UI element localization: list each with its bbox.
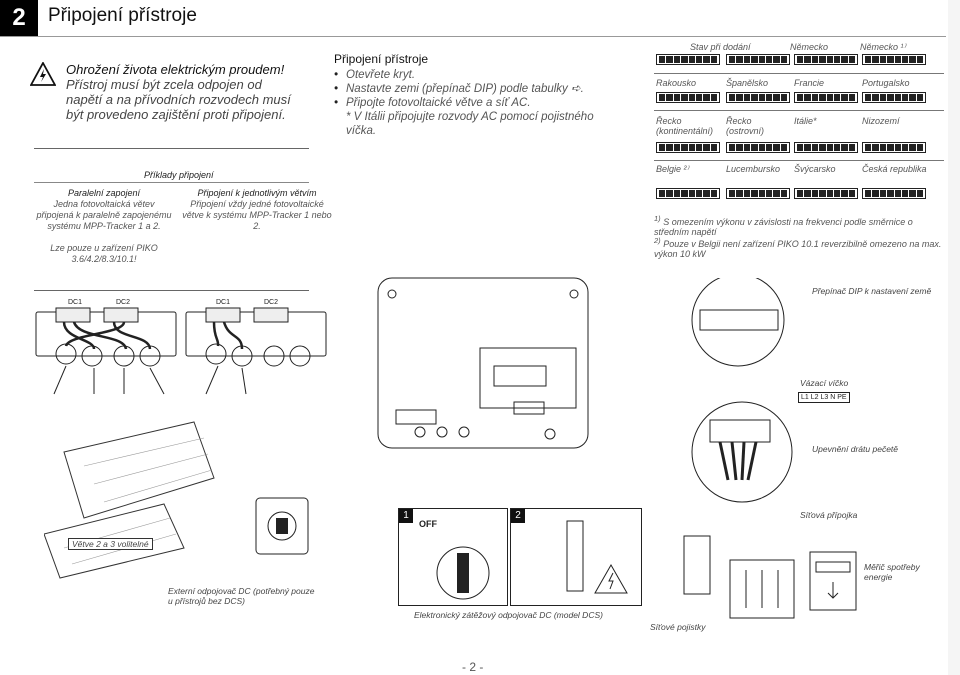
- divider: [34, 182, 309, 183]
- step-item: Připojte fotovoltaické větve a síť AC.: [334, 96, 604, 110]
- warning-title: Ohrožení života elektrickým proudem!: [66, 62, 285, 77]
- country-dip-table: Stav při dodání Německo Německo ¹⁾ Rakou…: [654, 40, 946, 215]
- country-label: Švýcarsko: [794, 164, 836, 174]
- header-divider: [0, 36, 946, 37]
- country-label: Německo: [790, 42, 829, 52]
- country-label: Španělsko: [726, 78, 769, 88]
- dip-switch-graphic: [794, 92, 858, 103]
- dip-switch-graphic: [794, 142, 858, 153]
- country-label: Řecko (ostrovní): [726, 116, 765, 136]
- dip-switch-graphic: [726, 142, 790, 153]
- connection-heading: Připojení přístroje: [334, 52, 429, 66]
- parallel-heading: Paralelní zapojení: [67, 188, 141, 198]
- country-label: Nizozemí: [862, 116, 900, 126]
- examples-title: Příklady připojení: [144, 170, 214, 180]
- connection-steps: Otevřete kryt. Nastavte zemi (přepínač D…: [334, 68, 604, 138]
- fuses-label: Síťové pojistky: [650, 622, 706, 632]
- page-title: Připojení přístroje: [48, 5, 197, 26]
- load-switch-label: Elektronický zátěžový odpojovač DC (mode…: [414, 610, 603, 620]
- dip-switch-graphic: [726, 54, 790, 65]
- divider: [34, 290, 309, 291]
- warning-icon: [29, 61, 57, 91]
- dip-switch-graphic: [656, 188, 720, 199]
- step-item: * V Itálii připojujte rozvody AC pomocí …: [346, 111, 594, 137]
- country-label: Francie: [794, 78, 825, 88]
- country-label: Lucembursko: [726, 164, 781, 174]
- inverter-diagram: [377, 277, 589, 449]
- dc2-label: DC2: [116, 299, 130, 306]
- dip-switch-graphic: [794, 54, 858, 65]
- dip-switch-graphic: [656, 92, 720, 103]
- dip-switch-graphic: [862, 92, 926, 103]
- dip-switch-graphic: [656, 54, 720, 65]
- warning-block: Ohrožení života elektrickým proudem! Pří…: [66, 62, 298, 122]
- country-label: Portugalsko: [862, 78, 910, 88]
- seal-callout-label: Upevnění drátu pečetě: [812, 444, 899, 454]
- external-dc-switch: [255, 497, 309, 555]
- divider: [34, 148, 309, 149]
- step-number: 2: [511, 509, 525, 523]
- country-label: Česká republika: [862, 164, 927, 174]
- parallel-example: Paralelní zapojení Jedna fotovoltaická v…: [34, 188, 174, 265]
- dc2-label: DC2: [264, 299, 278, 306]
- dip-switch-graphic: [726, 188, 790, 199]
- terminal-label: L1 L2 L3 N PE: [798, 392, 850, 403]
- step-item: Nastavte zemi (přepínač DIP) podle tabul…: [334, 82, 604, 96]
- strings-callout-label: Větve 2 a 3 volitelné: [68, 538, 153, 550]
- dip-switch-graphic: [862, 142, 926, 153]
- single-text: Připojení vždy jedné fotovoltaické větve…: [182, 199, 332, 231]
- step-number: 1: [399, 509, 413, 523]
- terminal-callout-graphic: [691, 401, 793, 503]
- single-example: Připojení k jednotlivým větvím Připojení…: [182, 188, 332, 232]
- parallel-text: Jedna fotovoltaická větev připojená k pa…: [36, 199, 172, 231]
- meter-label: Měřič spotřeby energie: [864, 562, 920, 582]
- terminal-diagrams: DC1 DC2 DC1 DC2: [35, 299, 327, 395]
- dc1-label: DC1: [68, 299, 82, 306]
- parallel-note: Lze pouze u zařízení PIKO 3.6/4.2/8.3/10…: [50, 243, 158, 264]
- dip-callout-label: Přepínač DIP k nastavení země: [812, 286, 932, 296]
- dcs-step1-panel: 1 OFF: [398, 508, 508, 606]
- dip-switch-graphic: [862, 54, 926, 65]
- dcs-step2-panel: 2: [510, 508, 642, 606]
- dc1-label: DC1: [216, 299, 230, 306]
- fuses-diagram: [683, 535, 795, 619]
- country-label: Řecko (kontinentální): [656, 116, 714, 136]
- dip-switch-graphic: [726, 92, 790, 103]
- off-label: OFF: [419, 519, 437, 529]
- footnote-2: 2) Pouze v Belgii není zařízení PIKO 10.…: [654, 236, 942, 259]
- step-item: Otevřete kryt.: [334, 68, 604, 82]
- dip-switch-graphic: [656, 142, 720, 153]
- footnote-text: Pouze v Belgii není zařízení PIKO 10.1 r…: [654, 239, 942, 259]
- country-label: Německo ¹⁾: [860, 42, 906, 52]
- dip-callout-graphic: [691, 278, 785, 367]
- footnote-text: S omezením výkonu v závislosti na frekve…: [654, 217, 913, 237]
- country-label: Stav při dodání: [690, 42, 751, 52]
- grid-callout-label: Síťová přípojka: [800, 510, 858, 520]
- page-number: - 2 -: [462, 660, 484, 674]
- footnote-1: 1) S omezením výkonu v závislosti na fre…: [654, 214, 913, 237]
- dip-switch-graphic: [862, 188, 926, 199]
- cap-callout-label: Vázací víčko: [800, 378, 849, 388]
- energy-meter: [809, 551, 857, 611]
- single-heading: Připojení k jednotlivým větvím: [197, 188, 317, 198]
- page-edge-strip: [948, 0, 960, 675]
- ext-switch-label: Externí odpojovač DC (potřebný pouze u p…: [168, 586, 315, 606]
- warning-text: Přístroj musí být zcela odpojen od napět…: [66, 77, 291, 122]
- dip-switch-graphic: [794, 188, 858, 199]
- country-label: Rakousko: [656, 78, 697, 88]
- country-label: Itálie*: [794, 116, 817, 126]
- country-label: Belgie ²⁾: [656, 164, 689, 174]
- section-number: 2: [0, 0, 38, 36]
